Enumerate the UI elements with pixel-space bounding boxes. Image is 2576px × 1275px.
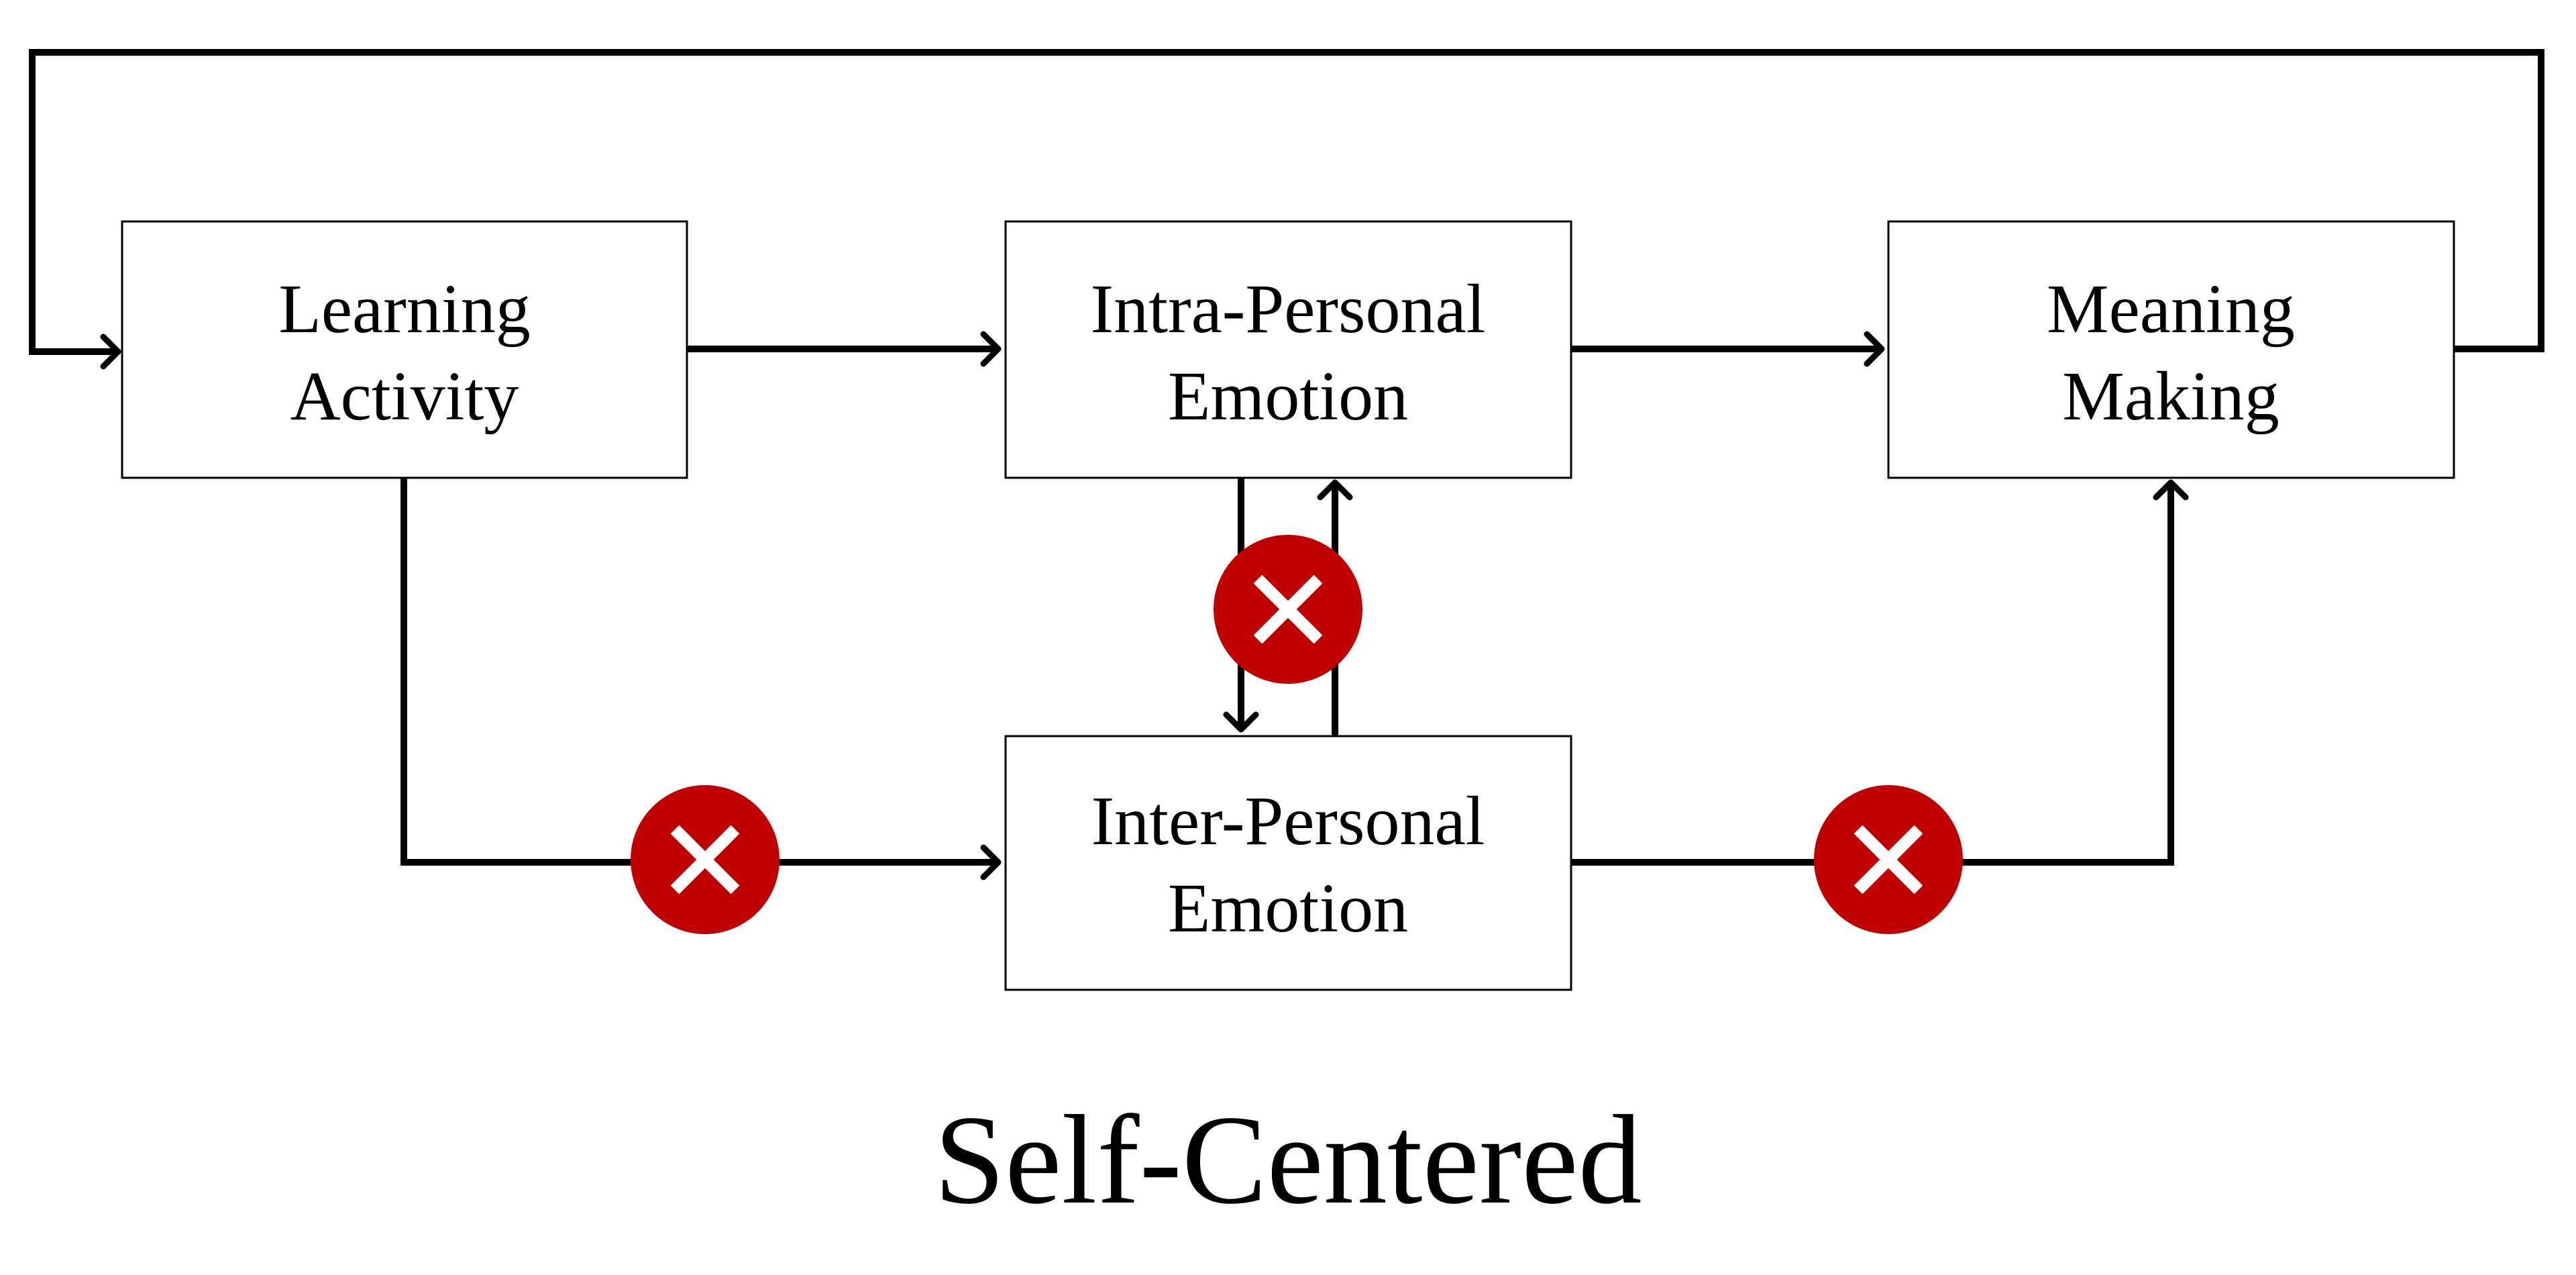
node-box <box>1004 735 1572 991</box>
node-box <box>121 220 688 479</box>
block-marker-inter-meaning <box>1814 785 1963 934</box>
node-box <box>1887 220 2455 479</box>
arrowhead-into-inter-left <box>980 844 1002 880</box>
node-label-line2: Activity <box>290 358 519 435</box>
arrowhead-into-inter-top <box>1223 711 1259 733</box>
x-glyph <box>1854 825 1923 895</box>
node-label-line1: Learning <box>278 270 530 348</box>
node-label-line2: Emotion <box>1168 358 1408 435</box>
node-inter-personal-emotion: Inter-Personal Emotion <box>1004 735 1572 991</box>
node-label-line1: Intra-Personal <box>1090 270 1485 348</box>
x-glyph <box>670 825 740 895</box>
arrowhead-into-meaning-bottom <box>2153 479 2189 501</box>
edge-meaning-to-learning <box>29 49 2544 355</box>
node-label-line1: Meaning <box>2047 270 2295 348</box>
diagram-title: Self-Centered <box>934 1090 1642 1231</box>
node-meaning-making: Meaning Making <box>1887 220 2455 479</box>
edge-learning-to-inter <box>400 478 996 866</box>
node-box <box>1004 220 1572 479</box>
node-intra-personal-emotion: Intra-Personal Emotion <box>1004 220 1572 479</box>
block-marker-intra-inter <box>1214 535 1362 684</box>
x-glyph <box>1253 574 1323 644</box>
node-learning-activity: Learning Activity <box>121 220 688 479</box>
arrowhead-into-learning <box>100 334 121 370</box>
arrowhead-into-intra <box>980 331 1002 367</box>
arrowhead-into-intra-bottom <box>1317 479 1353 501</box>
node-label-line1: Inter-Personal <box>1091 782 1485 860</box>
edge-inter-to-meaning <box>1571 485 2174 866</box>
node-label-line2: Making <box>2062 358 2279 435</box>
block-marker-learning-inter <box>631 785 780 934</box>
arrowheads <box>100 331 2189 880</box>
arrowhead-into-meaning <box>1864 331 1885 367</box>
node-label-line2: Emotion <box>1168 870 1408 947</box>
